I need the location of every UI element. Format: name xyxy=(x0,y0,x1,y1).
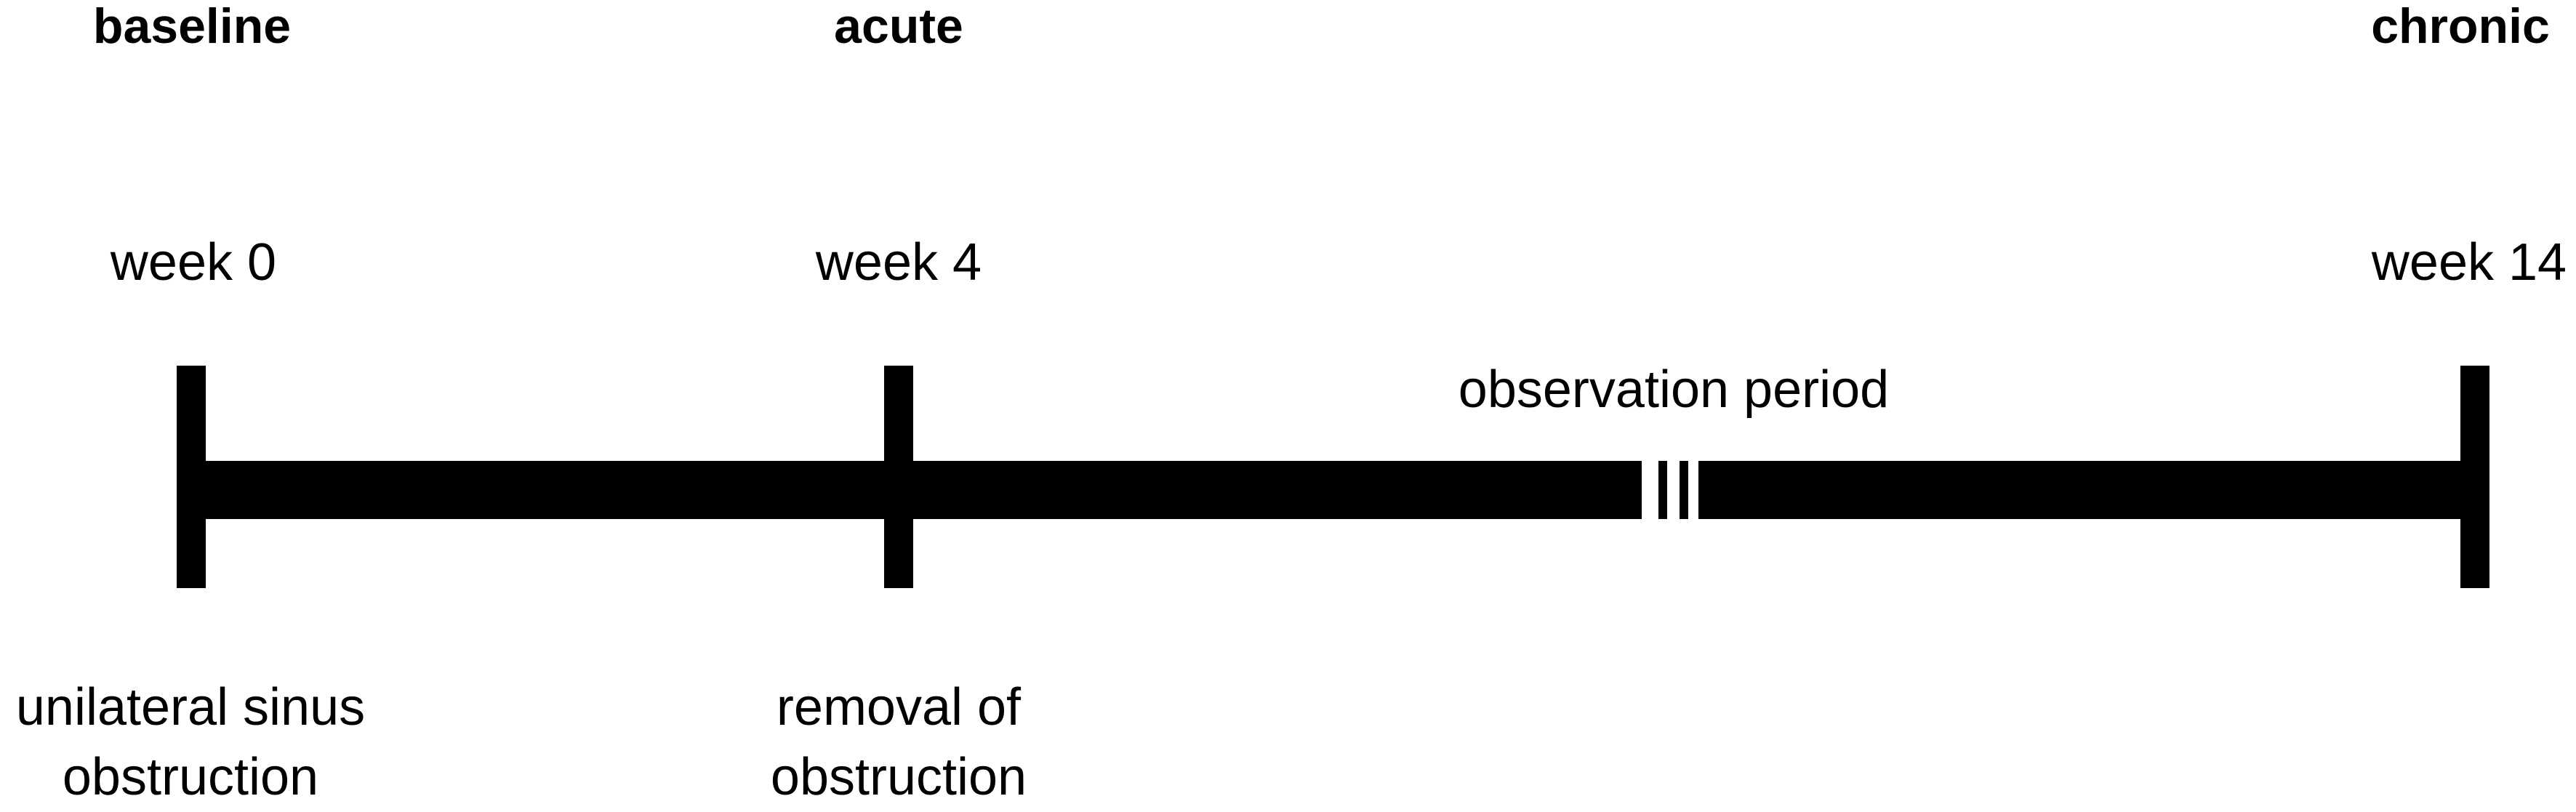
phase-baseline: baseline xyxy=(92,0,292,54)
phase-chronic: chronic xyxy=(2371,0,2550,54)
break-mark-1 xyxy=(1658,461,1667,519)
event-sinus-obstruction-line2: obstruction xyxy=(62,748,319,806)
event-removal-line2: obstruction xyxy=(770,748,1027,806)
event-sinus-obstruction-line1: unilateral sinus xyxy=(15,678,366,736)
phase-acute: acute xyxy=(834,0,963,54)
tick-week-14 xyxy=(2460,366,2489,588)
event-sinus-obstruction: unilateral sinus obstruction xyxy=(16,672,365,812)
observation-period-label: observation period xyxy=(1458,361,1890,419)
week-4-label: week 4 xyxy=(815,233,982,292)
week-14-label: week 14 xyxy=(2371,233,2567,292)
event-removal-line1: removal of xyxy=(776,678,1022,736)
break-mark-2 xyxy=(1680,461,1688,519)
tick-week-0 xyxy=(177,366,206,588)
event-removal-of-obstruction: removal of obstruction xyxy=(771,672,1027,812)
tick-week-4 xyxy=(884,366,913,588)
week-0-label: week 0 xyxy=(110,233,277,292)
timeline-bar-right xyxy=(1698,461,2460,519)
timeline-diagram xyxy=(177,366,2489,588)
timeline-bar-left xyxy=(190,461,1642,519)
